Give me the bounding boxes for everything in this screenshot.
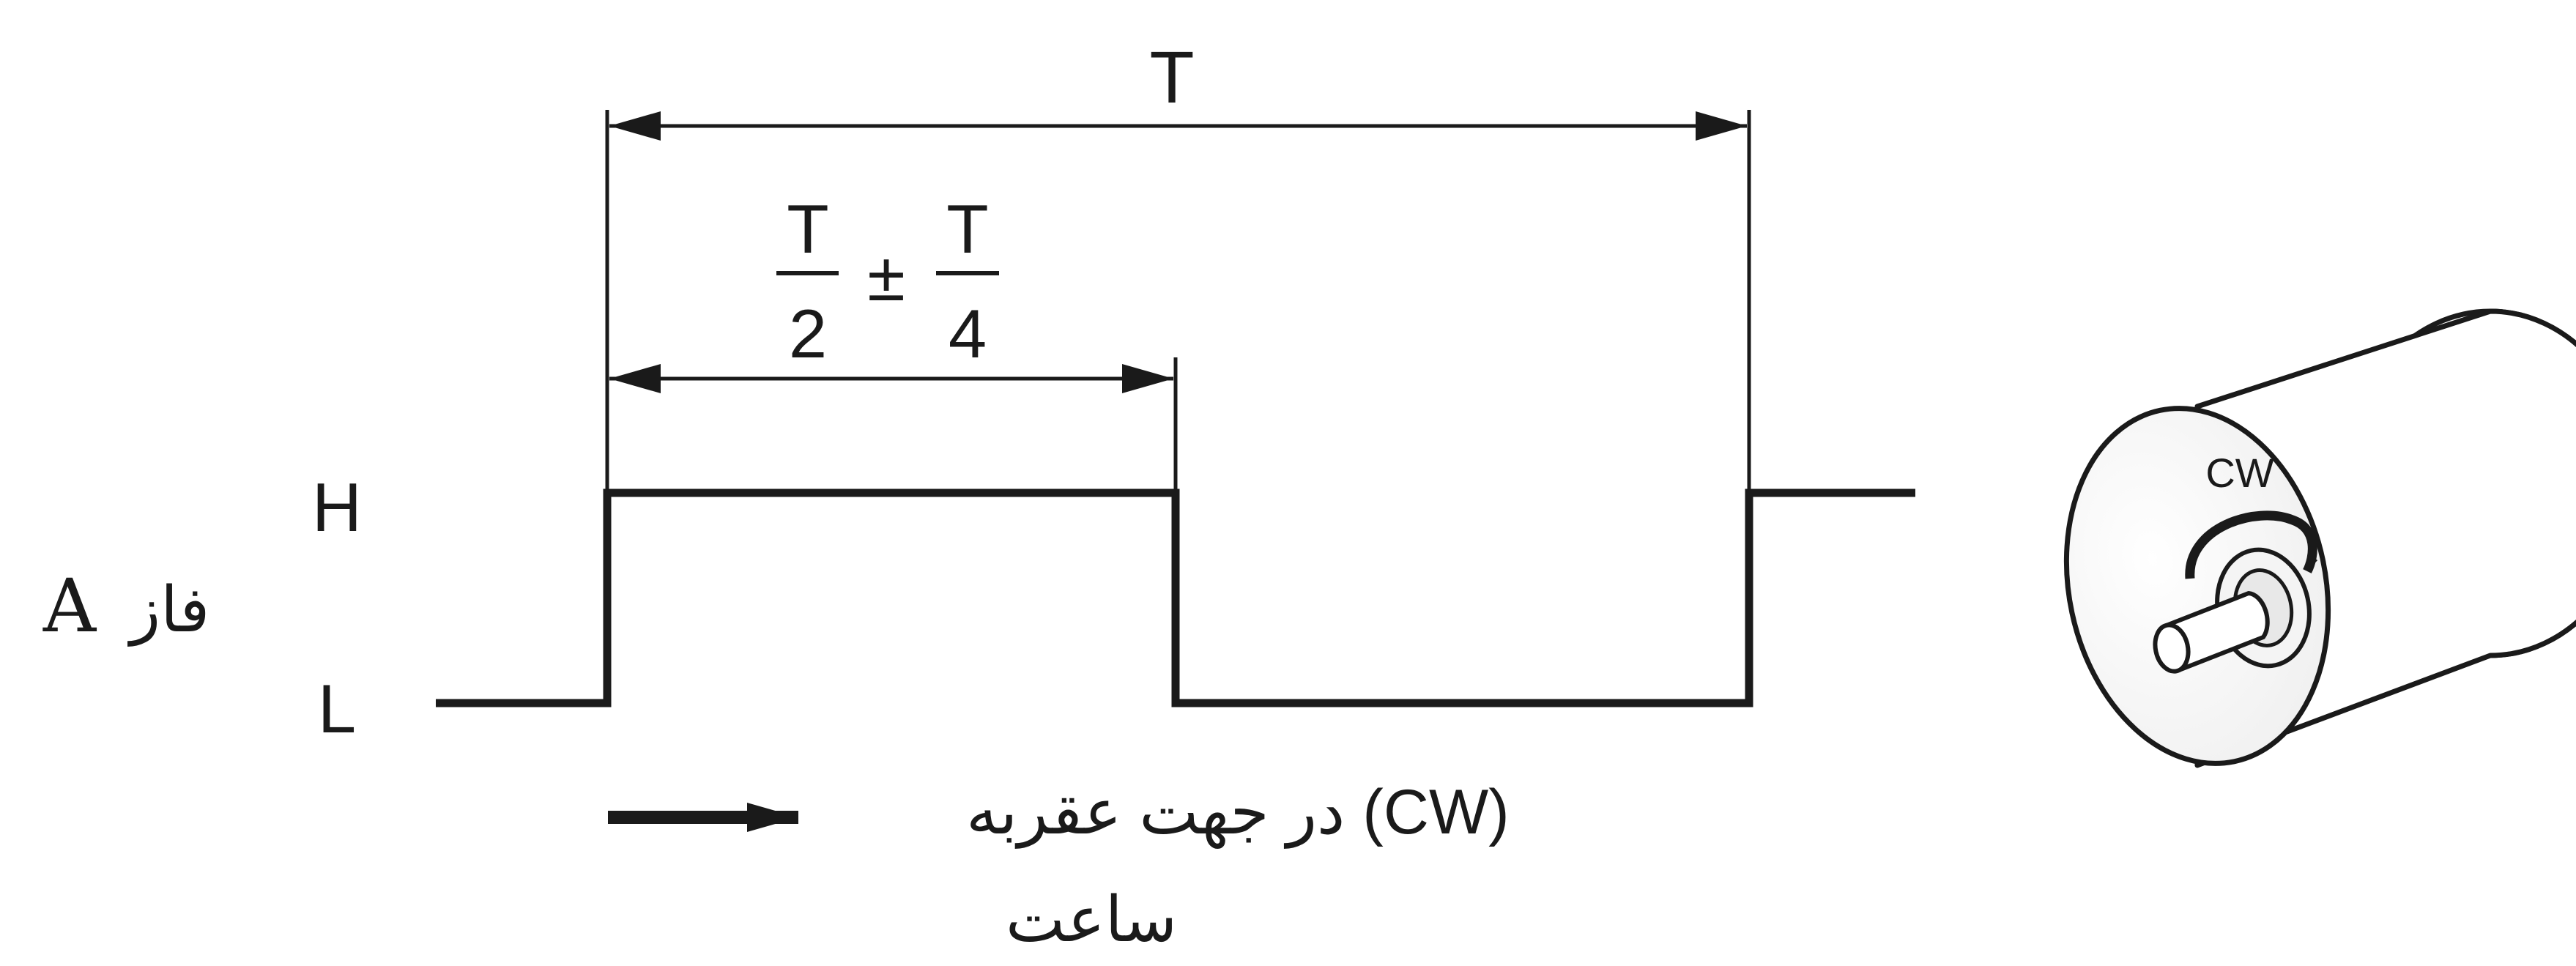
phase-word: فاز bbox=[127, 575, 210, 647]
quarter-denominator: 4 bbox=[949, 295, 987, 372]
dimension-lines bbox=[605, 110, 1751, 491]
rotation-label: CW bbox=[2205, 450, 2274, 496]
half-denominator: 2 bbox=[789, 295, 827, 372]
period-label: T bbox=[1149, 37, 1194, 119]
half-numerator: T bbox=[787, 190, 828, 267]
encoder-front-face bbox=[2063, 406, 2331, 766]
phase-a-waveform bbox=[436, 488, 1915, 707]
phase-letter: A bbox=[42, 563, 97, 649]
plus-minus-sign: ± bbox=[867, 238, 905, 315]
phase-a-label: A فاز bbox=[42, 563, 210, 649]
direction-text-line2: ساعت bbox=[1006, 885, 1177, 955]
quarter-numerator: T bbox=[946, 190, 988, 267]
direction-text-line1: (CW) در جهت عقربه bbox=[966, 777, 1510, 849]
rotation-arrow bbox=[2185, 510, 2318, 579]
high-level-label: H bbox=[312, 469, 362, 546]
shaft-end bbox=[2153, 623, 2191, 674]
encoder-illustration: CW bbox=[2063, 308, 2576, 768]
tolerance-fraction: T 2 ± T 4 bbox=[776, 190, 999, 372]
low-level-label: L bbox=[318, 670, 356, 747]
